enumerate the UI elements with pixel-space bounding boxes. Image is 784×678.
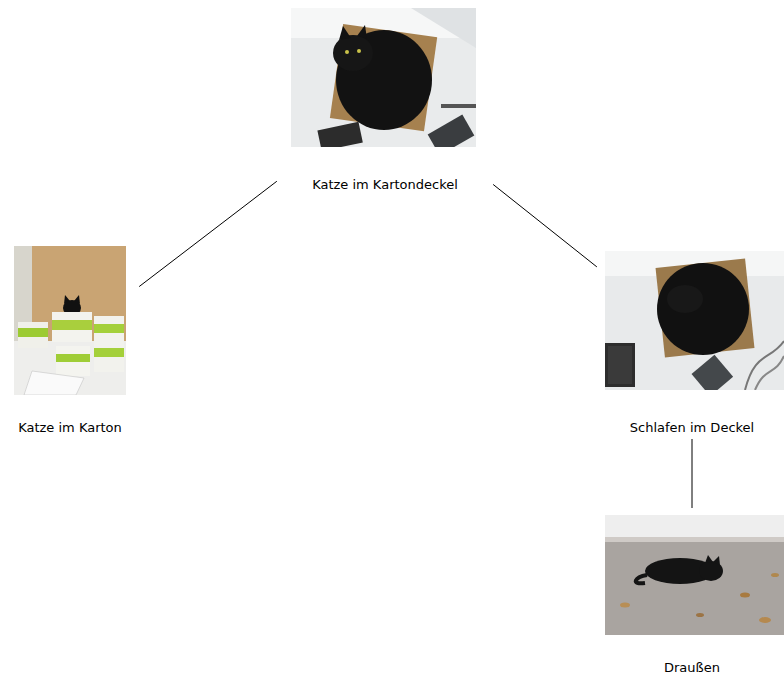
connector-line bbox=[493, 184, 597, 266]
photo-caption: Katze im Karton bbox=[4, 420, 136, 435]
photo-caption: Schlafen im Deckel bbox=[600, 420, 784, 435]
photo-node: Draußen bbox=[600, 512, 784, 675]
cat-photo bbox=[291, 8, 476, 147]
connector-line bbox=[692, 439, 693, 508]
cat-photo bbox=[605, 515, 784, 635]
cat-photo bbox=[605, 251, 784, 390]
photo-node: Katze im Karton bbox=[4, 244, 136, 435]
photo-node: Schlafen im Deckel bbox=[600, 250, 784, 435]
cat-photo bbox=[14, 246, 126, 395]
photo-caption: Draußen bbox=[600, 660, 784, 675]
connector-line bbox=[139, 181, 277, 286]
photo-node: Katze im Kartondeckel bbox=[280, 5, 490, 192]
photo-caption: Katze im Kartondeckel bbox=[280, 177, 490, 192]
